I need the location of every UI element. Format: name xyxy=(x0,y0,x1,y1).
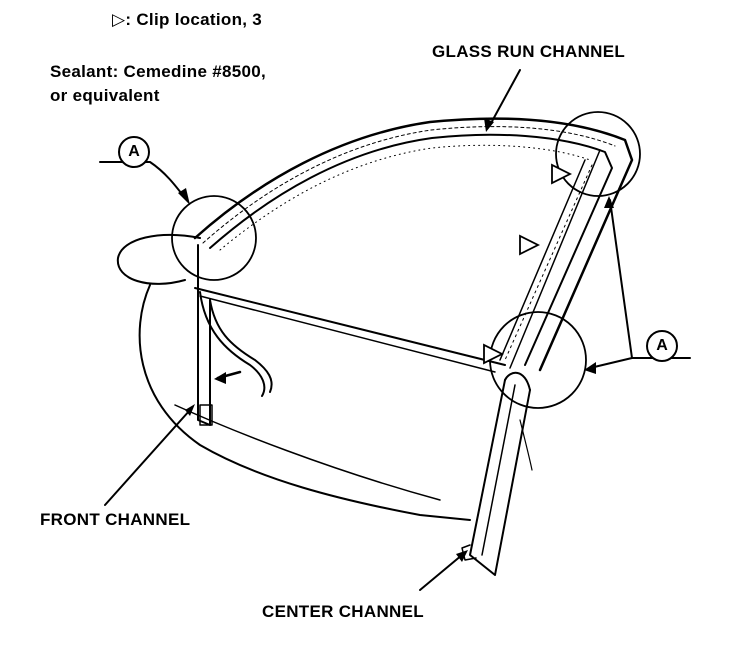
mirror-shape xyxy=(116,233,201,285)
glass-run-channel-inner xyxy=(209,133,613,366)
center-channel-outer xyxy=(469,379,531,576)
channel-seal-band xyxy=(219,144,591,251)
glass-run-channel-outer xyxy=(193,117,634,372)
clip-legend-text: : Clip location, 3 xyxy=(125,10,263,29)
label-glass-run-channel: GLASS RUN CHANNEL xyxy=(432,42,626,61)
clip-marker-1 xyxy=(551,163,573,185)
clip-marker-3 xyxy=(483,343,505,365)
label-front-channel: FRONT CHANNEL xyxy=(40,510,191,529)
arrowhead-front-channel xyxy=(185,404,195,416)
door-rear-edge xyxy=(519,419,533,471)
detail-callout-a-left: A xyxy=(118,136,150,168)
leader-a-left xyxy=(99,161,186,199)
beltline-inner xyxy=(199,295,496,373)
leader-front-channel xyxy=(104,409,191,506)
rear-guide-stipple xyxy=(504,164,593,361)
arrowhead-a-right-bottom xyxy=(584,362,596,374)
front-channel-curve xyxy=(209,299,273,393)
arrowhead-a-left xyxy=(178,188,190,205)
rear-guide-strip-b xyxy=(499,159,586,361)
arrowhead-a-right-top xyxy=(604,196,614,208)
center-channel-inner xyxy=(481,384,516,556)
label-center-channel: CENTER CHANNEL xyxy=(262,602,424,621)
detail-circle-front xyxy=(171,195,257,281)
glass-run-channel-mid xyxy=(202,126,616,244)
sealant-note-line1: Sealant: Cemedine #8500, xyxy=(50,62,267,81)
detail-callout-a-right: A xyxy=(646,330,678,362)
arrowhead-center-channel xyxy=(456,550,468,562)
detail-circle-top-rear xyxy=(555,111,641,197)
leader-a-right-bottom xyxy=(589,357,633,369)
front-channel-strip xyxy=(197,244,211,426)
rear-guide-strip xyxy=(509,149,601,369)
front-channel-curve-b xyxy=(199,291,266,397)
leader-center-channel xyxy=(419,554,463,591)
front-channel-foot xyxy=(199,404,213,426)
center-channel-top xyxy=(504,371,531,391)
door-panel-outline xyxy=(138,284,471,521)
arrowhead-direction xyxy=(214,372,226,384)
detail-circle-bottom-rear xyxy=(489,311,587,409)
beltline xyxy=(194,287,506,366)
arrowhead-glass-run xyxy=(484,118,494,132)
clip-legend: ▷: Clip location, 3 xyxy=(112,10,262,30)
leader-glass-run xyxy=(489,69,521,126)
clip-marker-2 xyxy=(519,234,541,256)
clip-legend-icon: ▷ xyxy=(112,10,126,29)
sealant-note-line2: or equivalent xyxy=(50,86,160,105)
